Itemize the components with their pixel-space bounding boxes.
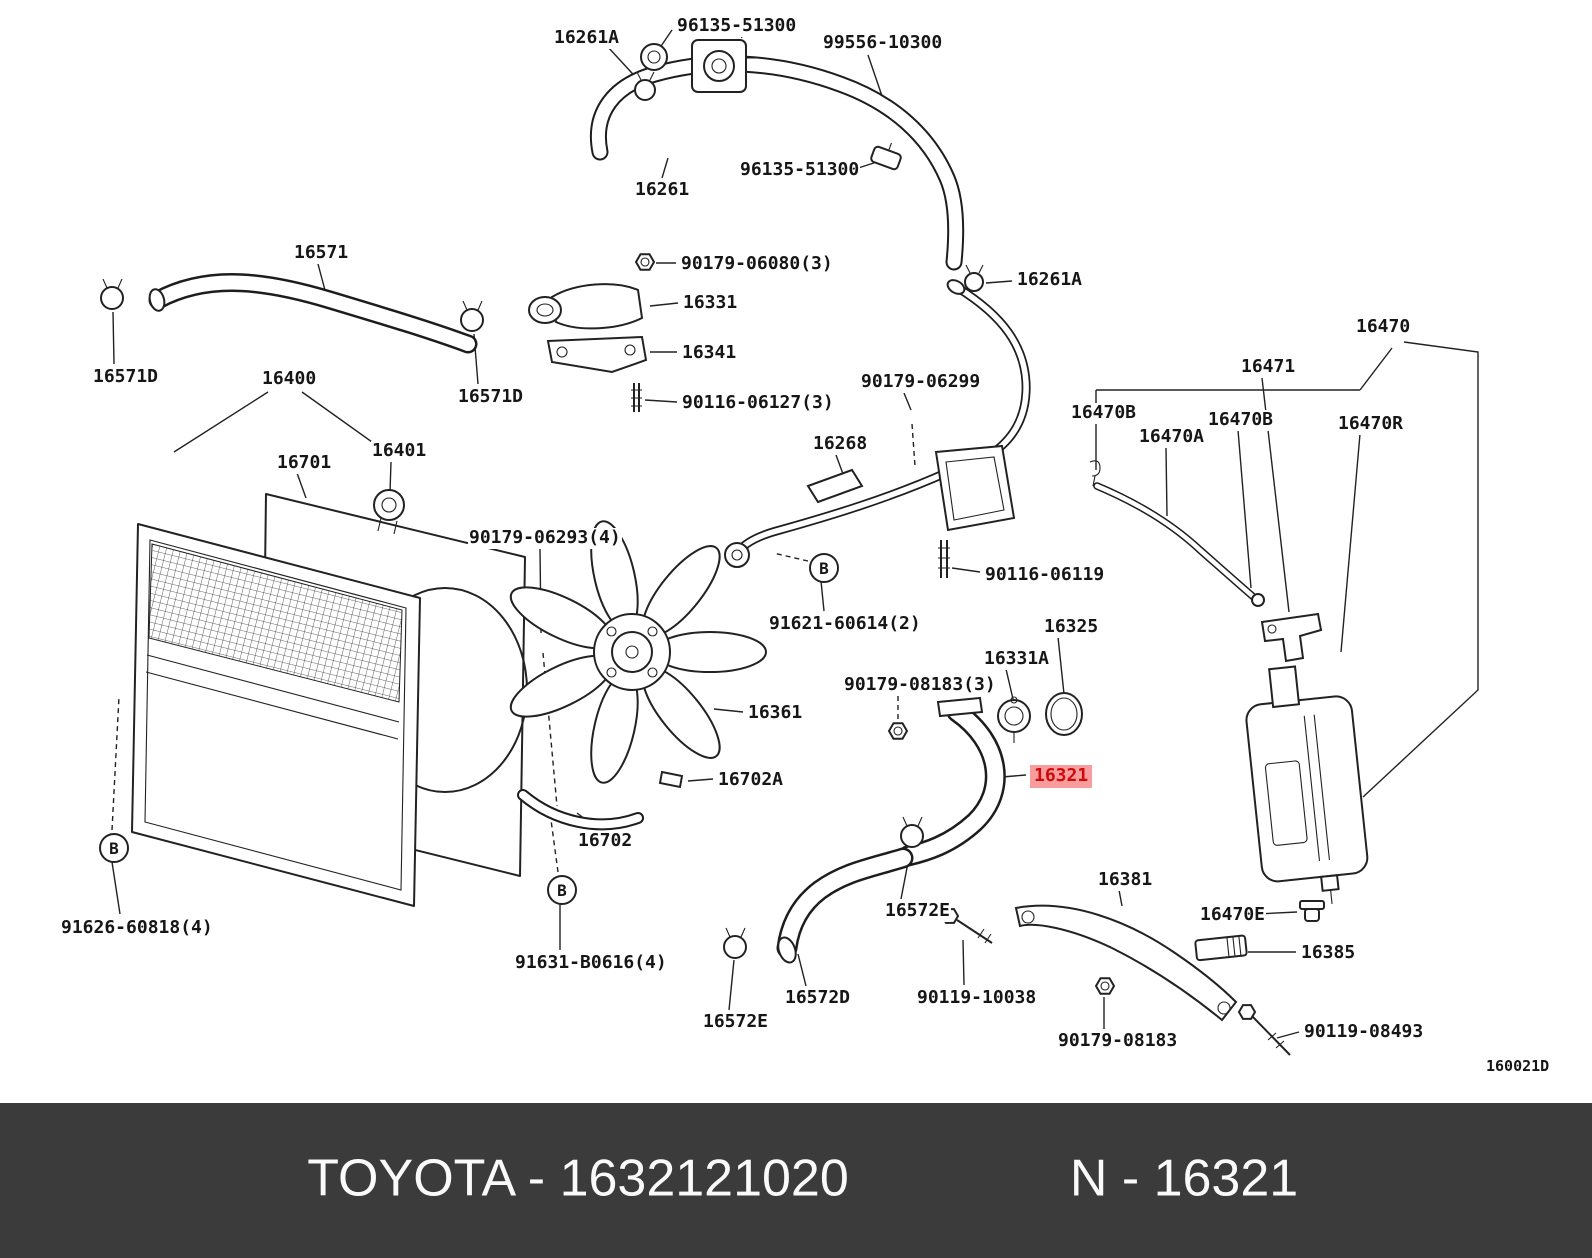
grommet-16470e xyxy=(1299,900,1325,922)
part-label: 16571D xyxy=(457,386,525,408)
part-label: 16571D xyxy=(92,366,160,388)
part-label: 99556-10300 xyxy=(822,32,944,54)
part-label: 16470A xyxy=(1138,426,1206,448)
part-label: 96135-51300 xyxy=(676,15,798,37)
part-label: 16401 xyxy=(371,440,428,462)
nut-90179-08183 xyxy=(887,722,909,740)
upper-hose-assembly xyxy=(590,21,984,292)
fan xyxy=(509,520,767,784)
clip-16470b xyxy=(1251,593,1265,607)
bypass-pipe xyxy=(724,279,1031,578)
part-label: 90179-08183 xyxy=(1057,1030,1179,1052)
hose-clamp-16572e xyxy=(723,935,747,959)
callout-letter-b: B xyxy=(809,553,839,583)
part-label: 16572E xyxy=(702,1011,770,1033)
part-label: 16470E xyxy=(1199,904,1267,926)
part-label: 16471 xyxy=(1240,356,1297,378)
part-label: 16268 xyxy=(812,433,869,455)
part-label: 90179-06299 xyxy=(860,371,982,393)
mounting-bracket-16381 xyxy=(940,900,1325,1056)
part-label: 16470 xyxy=(1355,316,1412,338)
diagram-code: 160021D xyxy=(1486,1057,1550,1075)
clip-16470b xyxy=(1089,460,1101,487)
bolt-90119-08493 xyxy=(1237,1004,1257,1020)
pipe-flange xyxy=(724,542,750,568)
hose-clamp-16572e xyxy=(900,824,924,848)
footer-part-number: TOYOTA - 1632121020 xyxy=(307,1149,849,1208)
callout-letter-b: B xyxy=(547,875,577,905)
part-label: 91621-60614(2) xyxy=(768,613,922,635)
part-label: 16702A xyxy=(717,769,785,791)
hose-flange xyxy=(936,696,984,718)
hose-clamp xyxy=(964,272,984,292)
part-label: 16261A xyxy=(1016,269,1084,291)
mount-plate xyxy=(934,444,1016,532)
part-label: 90179-06080(3) xyxy=(680,253,834,275)
hose-clamp xyxy=(100,286,124,310)
part-label-highlighted: 16321 xyxy=(1030,765,1093,788)
part-label: 16400 xyxy=(261,368,318,390)
bracket-ring xyxy=(640,43,668,71)
diagram-line-art xyxy=(100,21,1479,1056)
part-label: 90119-08493 xyxy=(1303,1021,1425,1043)
part-label: 16325 xyxy=(1043,616,1100,638)
water-inlet-hoses xyxy=(723,692,1083,964)
reserve-tank-assembly xyxy=(1089,460,1369,904)
part-label: 16341 xyxy=(681,342,738,364)
part-label: 91631-B0616(4) xyxy=(514,952,668,974)
part-label: 16331 xyxy=(682,292,739,314)
part-label: 16331A xyxy=(983,648,1051,670)
part-label: 16261A xyxy=(553,27,621,49)
hose-clamp xyxy=(634,79,656,101)
part-label: 16361 xyxy=(747,702,804,724)
part-label: 16470B xyxy=(1070,402,1138,424)
hose-clamp xyxy=(460,308,484,332)
leader-lines xyxy=(111,29,1479,1039)
part-label: 16381 xyxy=(1097,869,1154,891)
footer-banner: TOYOTA - 1632121020 N - 16321 xyxy=(0,1103,1592,1258)
pipe-bracket xyxy=(806,468,864,504)
clip-16702a xyxy=(658,770,684,789)
part-label: 16261 xyxy=(634,179,691,201)
part-label: 90116-06119 xyxy=(984,564,1106,586)
part-label: 16572E xyxy=(884,900,952,922)
top-radiator-hose xyxy=(100,273,484,354)
part-label: 90179-08183(3) xyxy=(843,674,997,696)
part-label: 96135-51300 xyxy=(739,159,861,181)
part-label: 16470R xyxy=(1337,413,1405,435)
part-label: 90119-10038 xyxy=(916,987,1038,1009)
sensor-16385 xyxy=(1194,934,1248,962)
part-label: 90179-06293(4) xyxy=(468,527,622,549)
part-label: 16702 xyxy=(577,830,634,852)
part-label: 16572D xyxy=(784,987,852,1009)
reserve-tank xyxy=(1245,665,1369,904)
oring-16325 xyxy=(1045,692,1083,736)
part-label: 16571 xyxy=(293,242,350,264)
water-outlet xyxy=(528,253,656,412)
bolt-90179-06080 xyxy=(634,253,656,271)
radiator-cap xyxy=(373,489,405,521)
cap-bracket-16471 xyxy=(1260,612,1323,663)
part-label: 90116-06127(3) xyxy=(681,392,835,414)
stud-90116-06119 xyxy=(940,540,948,578)
fan-coupling xyxy=(517,770,684,831)
part-label: 16470B xyxy=(1207,409,1275,431)
bracket-96135 xyxy=(691,39,747,93)
part-label: 91626-60818(4) xyxy=(60,917,214,939)
gasket-16341 xyxy=(546,335,648,374)
hose-clamp-96135 xyxy=(870,142,902,171)
part-label: 16701 xyxy=(276,452,333,474)
part-label: 16385 xyxy=(1300,942,1357,964)
nut-90179-08183 xyxy=(1094,977,1116,995)
footer-part-short: N - 16321 xyxy=(1069,1149,1299,1208)
callout-letter-b: B xyxy=(99,833,129,863)
radiator xyxy=(131,489,421,907)
